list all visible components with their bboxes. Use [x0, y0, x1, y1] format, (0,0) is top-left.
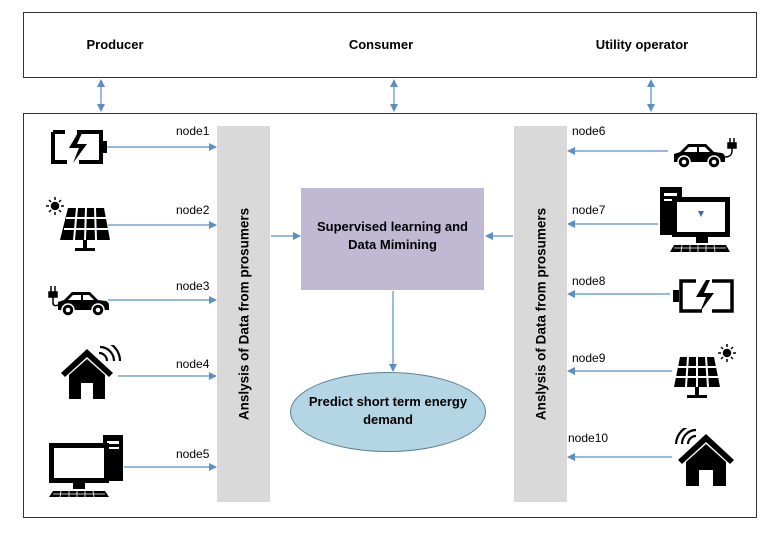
- stakeholder-box: [23, 12, 757, 78]
- node-label-4: node4: [176, 357, 210, 371]
- smart-home-icon: [61, 345, 121, 399]
- system-box: [23, 113, 757, 518]
- predict-demand-text: Predict short term energy demand: [290, 393, 486, 429]
- node-label-5: node5: [176, 447, 210, 461]
- node-label-8: node8: [572, 274, 606, 288]
- supervised-learning-box: [301, 188, 484, 290]
- node-label-3: node3: [176, 279, 210, 293]
- solar-panel-icon: [46, 197, 110, 251]
- desktop-computer-icon: [660, 187, 730, 253]
- solar-panel-icon: [674, 344, 736, 398]
- desktop-computer-icon: [49, 435, 123, 498]
- right-analysis-bar: [514, 126, 567, 502]
- consumer-label: Consumer: [348, 37, 414, 52]
- predict-line-2: demand: [363, 412, 413, 427]
- supervised-learning-text: Supervised learning and Data Mimining: [301, 218, 484, 254]
- battery-icon: [673, 279, 734, 313]
- electric-car-icon: [48, 286, 109, 317]
- predict-line-1: Predict short term energy: [308, 394, 468, 409]
- supervised-learning-line-2: Data Mimining: [348, 237, 437, 252]
- smart-home-icon: [674, 428, 734, 486]
- utility-operator-label: Utility operator: [595, 37, 689, 52]
- node-label-7: node7: [572, 203, 606, 217]
- node-label-10: node10: [568, 431, 609, 445]
- node-label-9: node9: [572, 351, 606, 365]
- predict-demand-ellipse: [290, 372, 486, 452]
- left-analysis-bar: [217, 126, 270, 502]
- producer-label: Producer: [86, 37, 144, 52]
- node-label-1: node1: [176, 124, 210, 138]
- battery-icon: [51, 130, 107, 164]
- node-label-2: node2: [176, 203, 210, 217]
- electric-car-icon: [674, 138, 737, 169]
- supervised-learning-line-1: Supervised learning and: [317, 219, 468, 234]
- node-label-6: node6: [572, 124, 606, 138]
